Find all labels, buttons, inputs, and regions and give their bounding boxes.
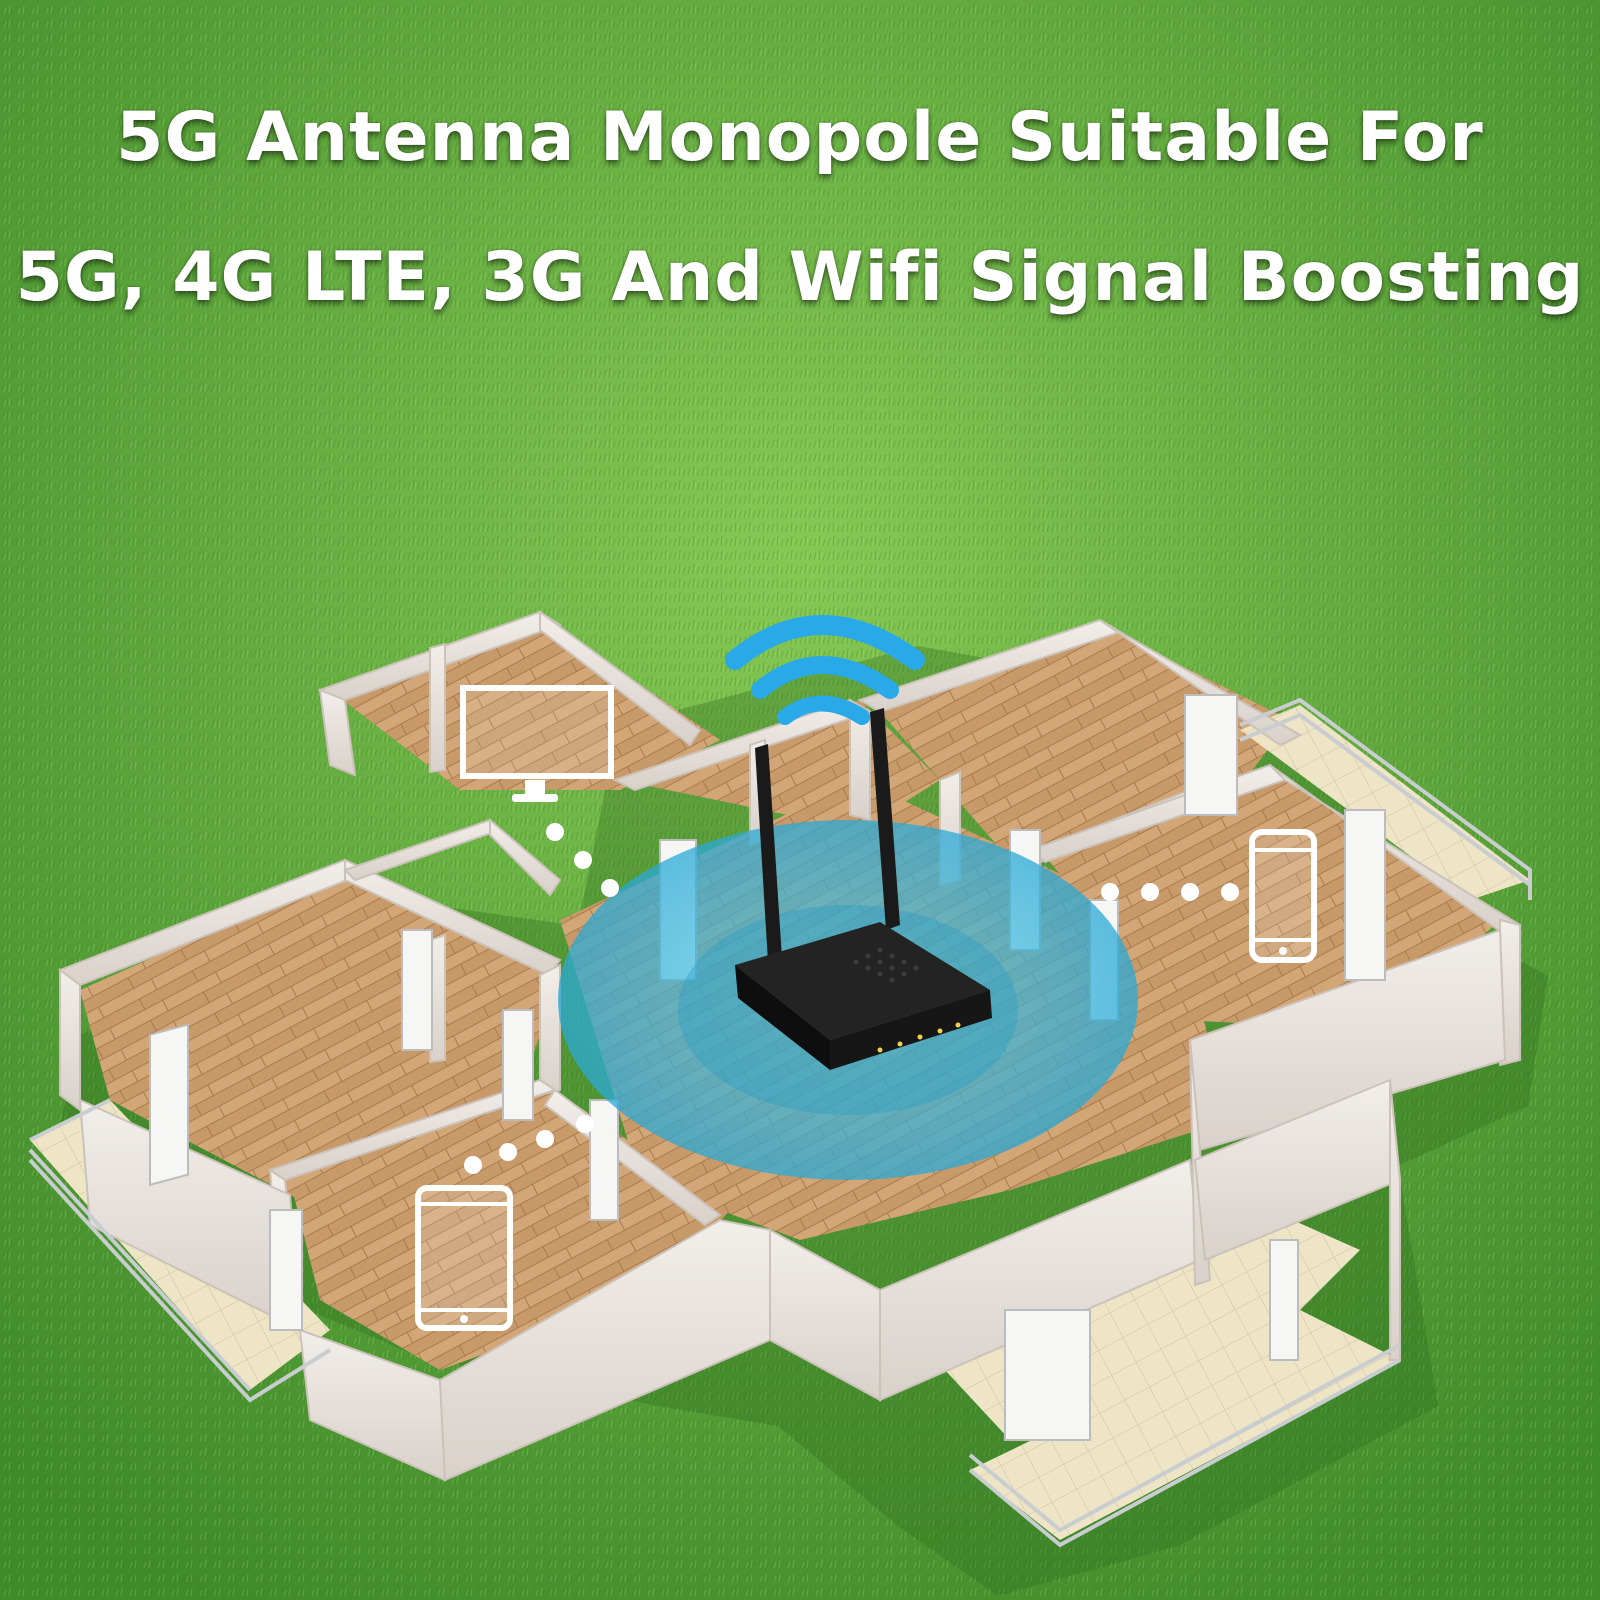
smartphone-connection-dots: [1101, 883, 1239, 901]
headline-line-2: 5G, 4G LTE, 3G And Wifi Signal Boosting: [15, 238, 1585, 317]
tablet-connection-dots: [464, 1115, 594, 1174]
router: [735, 708, 992, 1070]
monitor-connection-dots: [546, 823, 619, 897]
monitor-icon: [460, 685, 614, 802]
tablet-icon: [415, 1185, 513, 1331]
router-antenna-left: [755, 744, 782, 962]
router-antenna-right: [870, 708, 900, 930]
balcony-railings: [28, 697, 1532, 1548]
smartphone-icon: [1249, 829, 1317, 963]
wifi-signal-icon: [725, 615, 925, 725]
headline-line-1: 5G Antenna Monopole Suitable For: [116, 98, 1484, 177]
router-status-leds: [877, 1022, 961, 1053]
house-walls: [57, 610, 1522, 1482]
